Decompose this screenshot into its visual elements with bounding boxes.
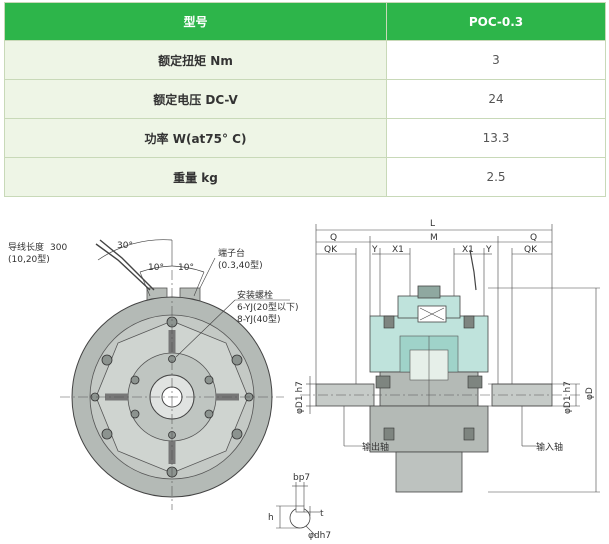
terminal-label: 端子台 xyxy=(218,247,245,259)
dim-m-label: M xyxy=(430,233,438,243)
dim-y-left-label: Y xyxy=(371,245,378,255)
table-row: 额定电压 DC-V 24 xyxy=(4,79,606,119)
dim-d1-right-label: φD1 h7 xyxy=(563,381,573,414)
angle-30-label: 30° xyxy=(117,241,133,251)
table-row: 功率 W(at75° C) 13.3 xyxy=(4,118,606,158)
dim-q-left-label: Q xyxy=(330,233,337,243)
dim-l-label: L xyxy=(430,219,435,229)
bolt-line-1: 6-YJ(20型以下) xyxy=(237,302,299,313)
row-value: 3 xyxy=(386,40,606,80)
dim-d1-left-label: φD1 h7 xyxy=(295,381,305,414)
bolt-line-2: 8-YJ(40型) xyxy=(237,314,281,325)
table-row: 重量 kg 2.5 xyxy=(4,157,606,197)
table-header-row: 型号 POC-0.3 xyxy=(4,2,606,41)
terminal-note: (0.3,40型) xyxy=(218,260,263,271)
keyway-bp7-label: bp7 xyxy=(293,473,310,483)
side-view xyxy=(300,224,600,493)
row-value: 13.3 xyxy=(386,118,606,158)
lead-length-label: 导线长度 xyxy=(8,241,44,253)
bolt-title: 安装螺栓 xyxy=(237,289,273,301)
lead-length-note: (10,20型) xyxy=(8,254,50,265)
row-label: 额定电压 DC-V xyxy=(4,79,387,119)
angle-10-left-label: 10° xyxy=(148,263,164,273)
dim-d-right-label: φD xyxy=(585,387,595,400)
input-shaft-label: 输入轴 xyxy=(536,441,563,453)
row-label: 额定扭矩 Nm xyxy=(4,40,387,80)
row-label: 功率 W(at75° C) xyxy=(4,118,387,158)
row-label: 重量 kg xyxy=(4,157,387,197)
technical-drawing: 导线长度 300 (10,20型) 30° 10° 10° 端子台 (0.3,4… xyxy=(8,219,600,541)
keyway-h-label: h xyxy=(268,513,274,523)
output-shaft-label: 输出轴 xyxy=(362,441,389,453)
dim-qk-right-label: QK xyxy=(524,245,538,255)
dim-q-right-label: Q xyxy=(530,233,537,243)
spec-table: 型号 POC-0.3 额定扭矩 Nm 3 额定电压 DC-V 24 功率 W(a… xyxy=(4,2,606,197)
angle-10-right-label: 10° xyxy=(178,263,194,273)
keyway-t-label: t xyxy=(320,509,324,519)
keyway-detail xyxy=(276,482,320,537)
dim-x1-right-label: X1 xyxy=(462,245,474,255)
header-model: POC-0.3 xyxy=(386,2,606,41)
row-value: 24 xyxy=(386,79,606,119)
header-label: 型号 xyxy=(4,2,387,41)
dim-qk-left-label: QK xyxy=(324,245,338,255)
keyway-dh7-label: φdh7 xyxy=(308,531,331,541)
row-value: 2.5 xyxy=(386,157,606,197)
lead-length-value: 300 xyxy=(50,243,67,253)
dim-x1-left-label: X1 xyxy=(392,245,404,255)
dim-y-right-label: Y xyxy=(485,245,492,255)
front-view xyxy=(60,239,290,510)
table-row: 额定扭矩 Nm 3 xyxy=(4,40,606,80)
